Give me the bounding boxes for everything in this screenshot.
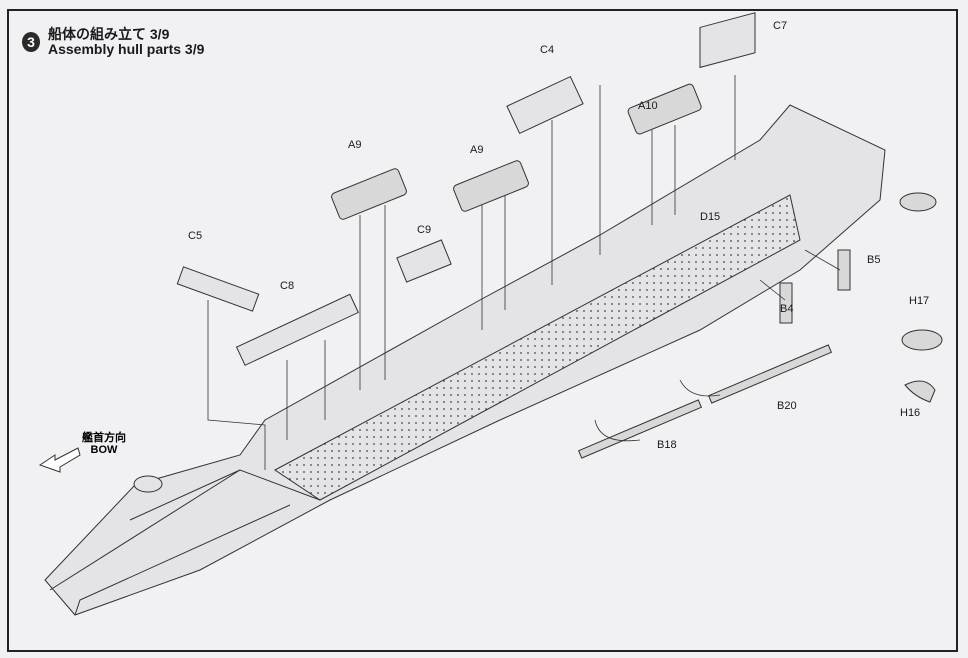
label-D15: D15 [700, 211, 721, 223]
title-japanese: 船体の組み立て 3/9 [48, 26, 170, 42]
label-H17: H17 [909, 295, 930, 307]
part-A9-left [331, 168, 407, 220]
part-C4 [506, 75, 584, 135]
bow-direction-arrow [38, 447, 81, 473]
label-B4: B4 [780, 303, 794, 315]
part-B4 [779, 282, 793, 324]
label-B18: B18 [657, 439, 677, 451]
part-A10 [627, 83, 702, 135]
label-C4: C4 [540, 44, 555, 56]
part-B5 [837, 249, 851, 291]
part-H16 [904, 380, 936, 403]
label-C8: C8 [280, 280, 295, 292]
hull-deck [274, 194, 801, 501]
label-C5: C5 [188, 230, 203, 242]
part-C9 [396, 239, 452, 283]
step-number-badge: 3 [22, 32, 40, 52]
label-A9: A9 [470, 144, 484, 156]
label-A9: A9 [348, 139, 362, 151]
label-C7: C7 [773, 20, 788, 32]
part-stern-piece [899, 192, 937, 212]
part-C7 [699, 12, 756, 69]
part-B18 [577, 399, 703, 459]
title-english: Assembly hull parts 3/9 [48, 41, 205, 57]
bow-label-ja: 艦首方向 [82, 432, 126, 444]
label-B5: B5 [867, 254, 881, 266]
label-A10: A10 [638, 100, 658, 112]
bow-direction-label: 艦首方向 BOW [82, 432, 126, 456]
part-H17 [901, 329, 943, 351]
label-H16: H16 [900, 407, 921, 419]
part-B20 [707, 344, 833, 404]
part-A9-right [453, 160, 529, 212]
label-C9: C9 [417, 224, 432, 236]
diagram-frame [7, 9, 958, 652]
label-B20: B20 [777, 400, 797, 412]
part-C5 [176, 266, 260, 312]
part-C8 [235, 293, 359, 366]
hull [44, 104, 886, 616]
bow-label-en: BOW [90, 444, 118, 456]
